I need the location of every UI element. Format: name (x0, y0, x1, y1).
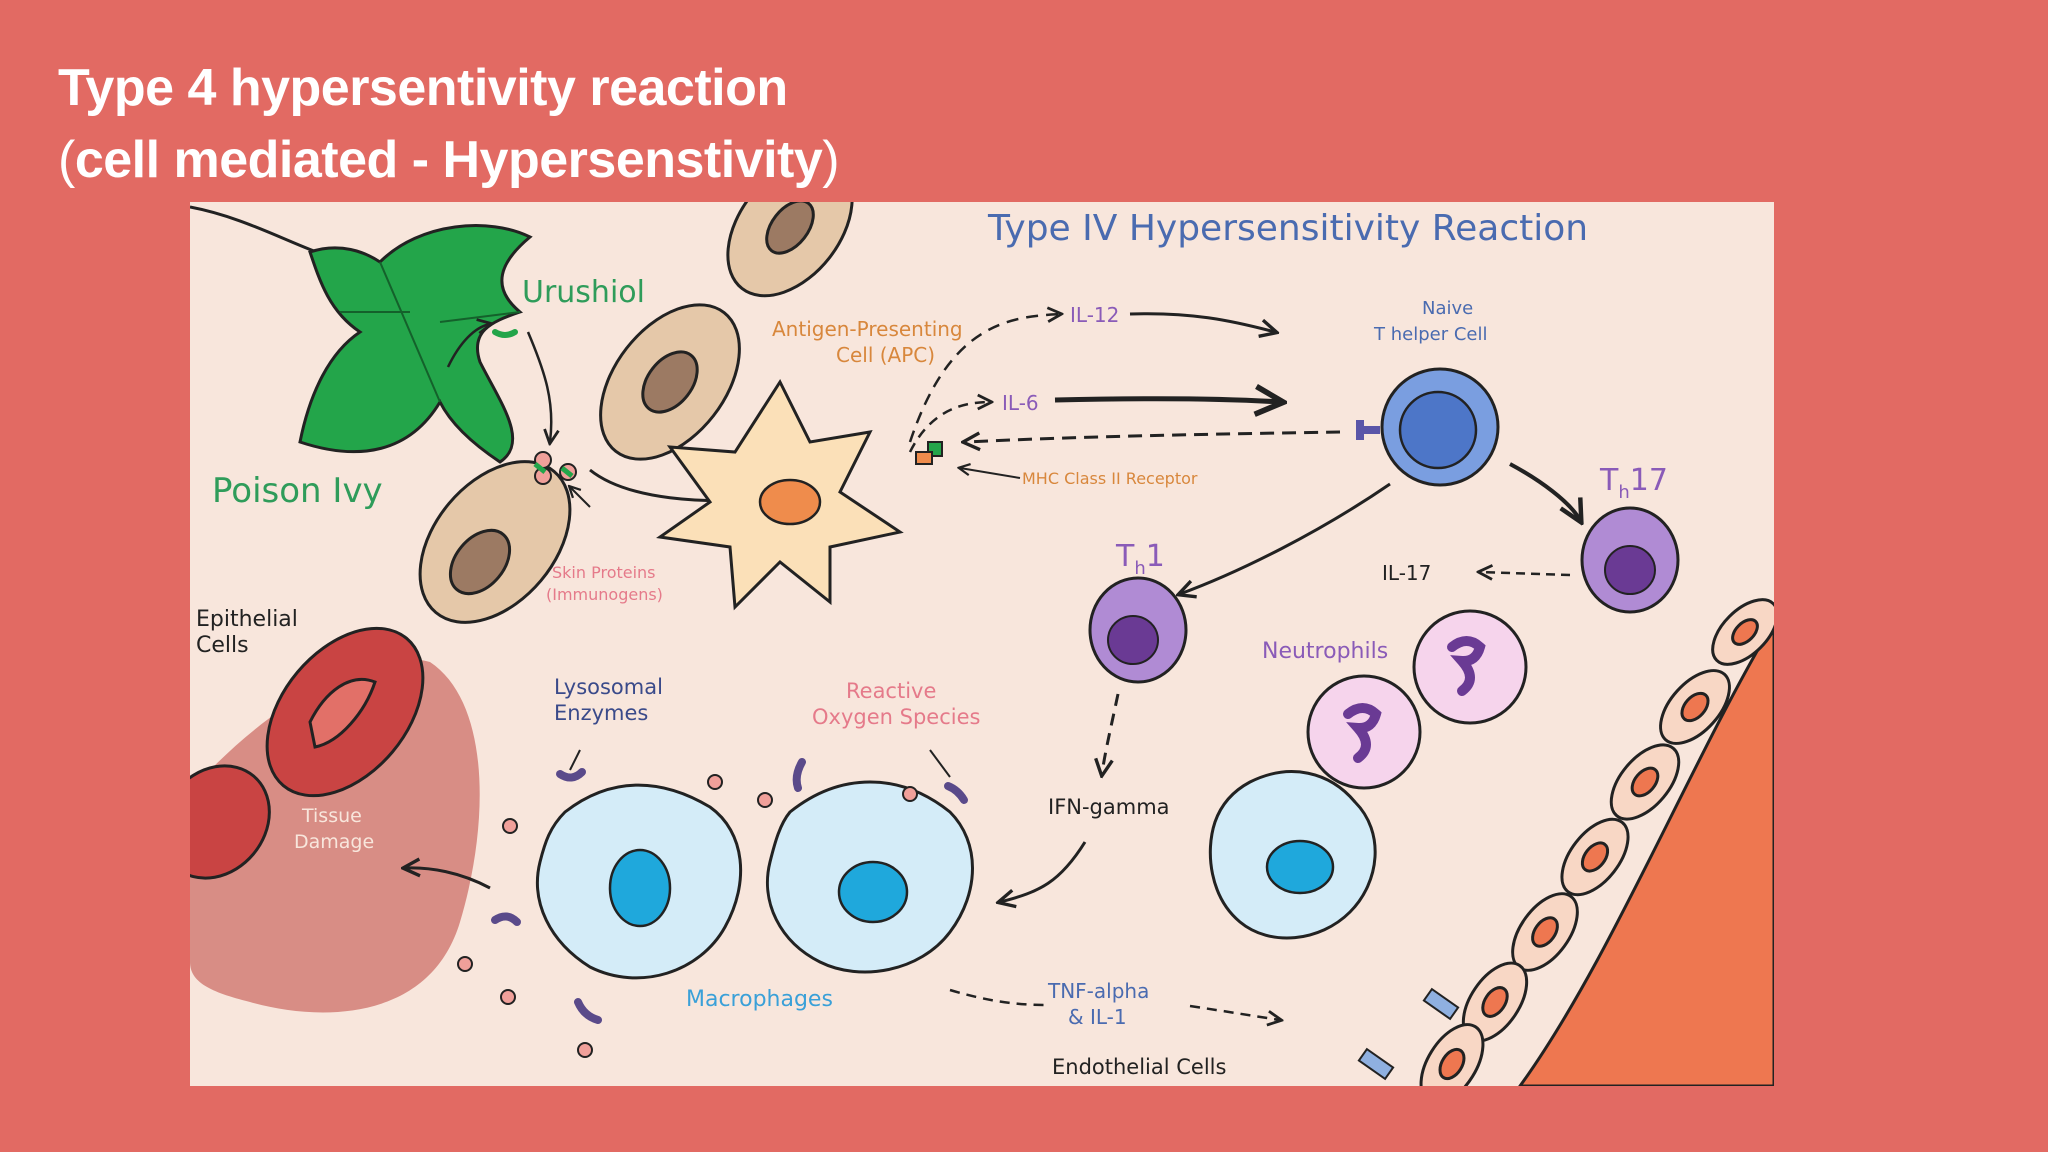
label-ros-1: Reactive (846, 679, 936, 703)
label-ifn: IFN-gamma (1048, 795, 1170, 819)
enzyme-particles (457, 774, 918, 1058)
slide-title-line-2: (cell mediated - Hypersenstivity) (58, 124, 840, 196)
title-open-paren: ( (58, 131, 75, 189)
urushiol-drop-icon (492, 329, 518, 338)
tissue-damage-area (190, 658, 480, 1013)
arrow-il17 (1480, 572, 1571, 575)
label-th1-sub: h (1134, 558, 1145, 579)
slide-title-line-1: Type 4 hypersentivity reaction (58, 59, 788, 117)
label-apc-2: Cell (APC) (836, 343, 935, 367)
label-tnf-2: & IL-1 (1068, 1005, 1127, 1029)
label-tnf-1: TNF-alpha (1047, 979, 1149, 1003)
mhc-receptor-icon (915, 441, 943, 465)
label-th17: Th17 (1599, 463, 1668, 503)
label-tissue-2: Damage (294, 831, 374, 853)
label-apc-1: Antigen-Presenting (772, 317, 963, 341)
label-urushiol: Urushiol (522, 275, 645, 310)
label-il6: IL-6 (1002, 391, 1039, 415)
skin-proteins-icon (533, 451, 577, 485)
label-il17: IL-17 (1382, 561, 1431, 585)
lysosomal-enzyme-icons (491, 758, 968, 1024)
hypersensitivity-diagram: Type IV Hypersensitivity Reaction Urushi… (190, 202, 1774, 1086)
arrow-il12 (908, 314, 1060, 443)
label-mhc: MHC Class II Receptor (1022, 469, 1198, 488)
label-neutrophils: Neutrophils (1262, 639, 1388, 664)
label-il12: IL-12 (1070, 303, 1119, 327)
title-close-paren: ) (822, 131, 840, 189)
label-macrophages: Macrophages (686, 987, 833, 1012)
label-th1: Th1 (1115, 539, 1165, 579)
label-skin-proteins-2: (Immunogens) (546, 585, 663, 604)
damaged-epithelial-cells (190, 626, 425, 880)
label-epithelial-2: Cells (196, 633, 249, 658)
label-th17-num: 17 (1630, 463, 1668, 498)
diagram-svg: Type IV Hypersensitivity Reaction Urushi… (190, 202, 1774, 1086)
label-skin-proteins-1: Skin Proteins (552, 563, 656, 582)
arrow-il6 (908, 402, 990, 453)
label-th17-main: T (1599, 463, 1619, 498)
endothelial-cells (1419, 598, 1774, 1086)
tcr-receptor-icon (1356, 420, 1380, 440)
label-naive-2: T helper Cell (1373, 324, 1487, 345)
label-lysosomal-2: Enzymes (554, 701, 648, 725)
label-ros-2: Oxygen Species (812, 705, 980, 729)
title-line-2-text: cell mediated - Hypersenstivity (74, 131, 823, 189)
epithelial-cells (418, 202, 854, 624)
blood-vessel (1518, 619, 1774, 1086)
label-poison-ivy: Poison Ivy (212, 471, 383, 511)
arrow-mhc-t (965, 430, 1341, 442)
diagram-heading: Type IV Hypersensitivity Reaction (987, 208, 1588, 249)
slide-title: Type 4 hypersentivity reaction (cell med… (58, 52, 840, 196)
label-lysosomal-1: Lysosomal (554, 675, 663, 699)
label-endothelial: Endothelial Cells (1052, 1055, 1226, 1079)
label-th17-sub: h (1618, 482, 1629, 503)
arrow-tnf (949, 988, 1046, 1007)
label-tissue-1: Tissue (301, 805, 362, 827)
label-epithelial-1: Epithelial (196, 607, 298, 632)
label-th1-num: 1 (1146, 539, 1165, 574)
endothelial-receptor (1422, 987, 1460, 1021)
label-th1-main: T (1115, 539, 1135, 574)
label-naive-1: Naive (1422, 298, 1473, 319)
apc-nucleus (758, 478, 822, 526)
endothelial-receptor (1357, 1047, 1395, 1081)
